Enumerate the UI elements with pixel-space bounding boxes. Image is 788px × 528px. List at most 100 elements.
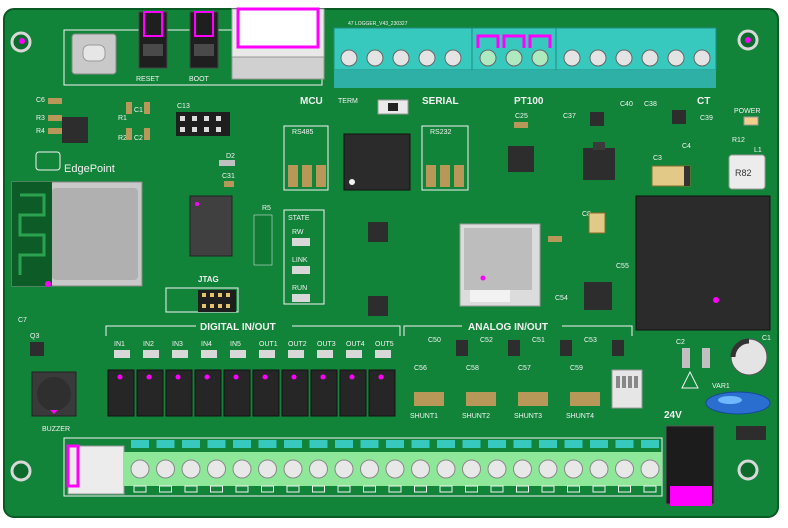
reset-switch-marker	[143, 11, 163, 37]
sd-card-body	[464, 228, 532, 290]
antenna-trace	[18, 193, 46, 275]
ic-sot	[590, 112, 604, 126]
serial-terminal-screws	[340, 49, 462, 67]
state-box	[283, 209, 325, 305]
rw-led	[292, 238, 310, 246]
ref-c6: C6	[36, 97, 45, 104]
terminal-tab	[590, 440, 608, 448]
esp-shield	[52, 188, 138, 280]
diode	[702, 348, 710, 368]
ref-c25: C25	[515, 113, 528, 120]
terminal-tab	[539, 440, 557, 448]
analog-cap-label: C56	[414, 365, 427, 372]
link-led	[292, 266, 310, 274]
boot-switch-cap	[194, 44, 214, 56]
terminal-tab	[182, 440, 200, 448]
buzzer-body	[37, 377, 71, 411]
ref-c1: C1	[762, 335, 771, 342]
digital-channel-label: OUT2	[288, 341, 307, 348]
ct-terminal-block	[555, 27, 717, 71]
terminal-pad	[261, 485, 274, 493]
terminal-screw	[360, 459, 379, 479]
v24-label: 24V	[664, 410, 682, 421]
analog-cap-label: C57	[518, 365, 531, 372]
terminal-screw	[283, 459, 303, 479]
digital-label: DIGITAL IN/OUT	[200, 322, 276, 333]
terminal-pad	[312, 485, 325, 493]
power-module	[635, 195, 771, 331]
terminal-screw	[156, 459, 175, 479]
analog-ic	[560, 340, 572, 356]
power-led	[743, 116, 759, 126]
terminal-tab	[411, 440, 430, 448]
serial-terminal-base	[334, 70, 472, 88]
pin1-marker	[195, 202, 199, 206]
terminal-pad	[567, 485, 580, 493]
terminal-pad	[643, 485, 657, 493]
smd-part	[426, 165, 436, 187]
brand-label: EdgePoint	[64, 163, 115, 175]
digital-channel-label: IN5	[230, 341, 241, 348]
terminal-pad	[286, 485, 300, 493]
terminal-screw	[513, 459, 532, 479]
warning-icon	[681, 370, 699, 389]
pt100-terminal-screws	[479, 49, 549, 67]
terminal-screw	[615, 459, 634, 479]
terminal-screw	[487, 459, 507, 479]
terminal-tab	[564, 440, 583, 448]
smd-part	[144, 102, 150, 114]
smd-part	[126, 128, 132, 140]
channel-led	[201, 350, 217, 358]
cap-polarity	[684, 166, 690, 186]
smd-part	[514, 122, 528, 128]
buzzer-label: BUZZER	[42, 426, 70, 433]
channel-led	[259, 350, 275, 358]
digital-bracket	[105, 325, 401, 336]
var1-label: VAR1	[712, 383, 730, 390]
terminal-pad	[363, 485, 376, 493]
boot-switch-marker	[194, 11, 214, 37]
ic-small	[368, 296, 388, 316]
smd-part	[144, 128, 150, 140]
smd-part	[302, 165, 312, 187]
pin1-marker	[45, 281, 51, 287]
channel-led	[375, 350, 391, 358]
analog-bracket	[403, 325, 633, 336]
hole-marker	[745, 37, 751, 43]
ref-c40: C40	[620, 101, 633, 108]
buzzer-marker	[50, 410, 58, 414]
dip-switch-levers	[616, 376, 638, 388]
ref-c55: C55	[616, 263, 629, 270]
reset-switch-cap	[143, 44, 163, 56]
terminal-screw	[462, 459, 481, 479]
ref-c1a: C1	[134, 107, 143, 114]
ref-r12: R12	[732, 137, 745, 144]
terminal-tab	[207, 440, 226, 448]
ref-c54: C54	[555, 295, 568, 302]
dip-switch[interactable]	[611, 369, 643, 409]
terminal-tab	[360, 440, 379, 448]
analog-cap-label: C59	[570, 365, 583, 372]
terminal-pad	[235, 485, 249, 493]
pin1-marker	[175, 374, 181, 380]
terminal-pad	[210, 485, 223, 493]
terminal-pad	[516, 485, 529, 493]
ic-qfn	[508, 146, 534, 172]
terminal-screw	[130, 459, 150, 479]
varistor	[705, 391, 771, 415]
ref-r2: R2	[118, 135, 127, 142]
terminal-tab	[284, 440, 302, 448]
shunt-label: SHUNT2	[462, 413, 490, 420]
chip-dot	[349, 179, 355, 185]
ref-l1: L1	[754, 147, 762, 154]
shunt-resistor	[518, 392, 548, 406]
terminal-tab	[258, 440, 277, 448]
run-led	[292, 294, 310, 302]
ref-d2: D2	[226, 153, 235, 160]
channel-led	[143, 350, 159, 358]
ref-c38: C38	[644, 101, 657, 108]
terminal-tab	[462, 440, 481, 448]
ref-c3: C3	[653, 155, 662, 162]
capacitor-c8	[588, 212, 606, 234]
